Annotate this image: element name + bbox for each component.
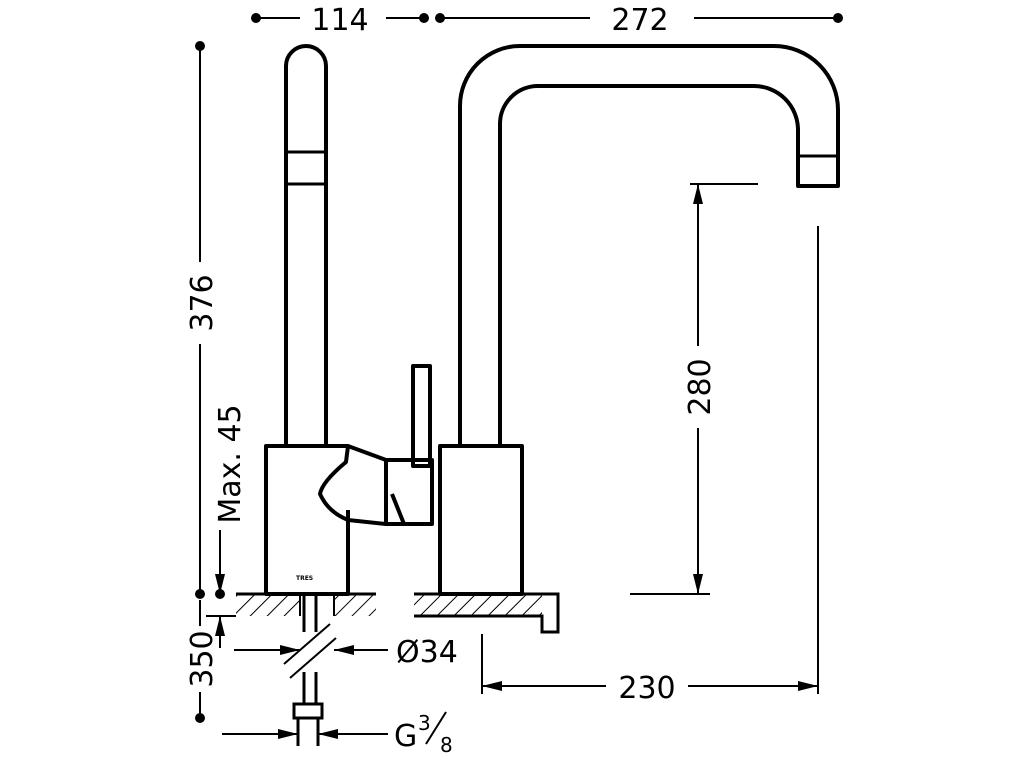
dim-label-350: 350 — [185, 630, 220, 687]
left-body-block — [264, 444, 350, 596]
dim-label-max-45: Max. 45 — [213, 404, 248, 523]
cartridge-connector — [384, 458, 434, 526]
supply-hose — [283, 594, 337, 746]
dimension-diameter-34: Ø34 — [234, 635, 458, 670]
dimension-272: 272 — [435, 3, 843, 38]
dim-label-376: 376 — [185, 274, 220, 331]
left-tube-outline — [284, 44, 328, 446]
dim-label-diameter: Ø34 — [396, 635, 458, 670]
dimension-376: 376 — [185, 41, 220, 599]
countertop-edge-right — [414, 592, 560, 634]
spout — [458, 44, 840, 446]
cartridge-housing — [318, 444, 388, 526]
fraction-slash — [425, 711, 447, 745]
dimension-max-45: Max. 45 — [206, 404, 248, 648]
faucet-body: TRES — [264, 364, 524, 596]
hose-break-line-2 — [289, 637, 337, 679]
dim-label-thread-prefix: G — [394, 719, 417, 754]
hose-break-line-1 — [283, 623, 331, 665]
dim-label-114: 114 — [311, 3, 368, 38]
dimension-114: 114 — [251, 3, 429, 38]
spout-outline — [458, 44, 840, 446]
countertop-hatch-left — [236, 594, 300, 616]
dim-label-thread-numerator: 3 — [418, 711, 431, 735]
lever-handle — [411, 364, 432, 468]
lever-joint-line — [390, 493, 406, 525]
dim-label-thread-denominator: 8 — [440, 733, 453, 757]
dim-label-272: 272 — [611, 3, 668, 38]
dim-label-280: 280 — [683, 358, 718, 415]
countertop-hatch-middle — [334, 594, 376, 616]
dimension-280: 280 — [630, 183, 758, 595]
dim-label-230: 230 — [618, 671, 675, 706]
dimension-thread: G 3 8 — [222, 711, 453, 757]
dimension-350: 350 — [185, 600, 220, 723]
right-body-block — [438, 444, 524, 596]
countertop-hatch-right — [414, 594, 542, 616]
brand-logo: TRES — [296, 575, 313, 582]
countertop — [236, 592, 560, 634]
left-tube — [284, 44, 328, 446]
dimension-230: 230 — [481, 226, 819, 706]
hose-connector-nut — [292, 702, 324, 720]
